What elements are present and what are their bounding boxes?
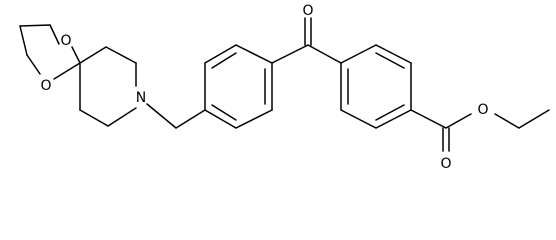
atom-label-oxygen-spiro-bottom: O — [40, 78, 51, 94]
atom-label-oxygen-ester-carbonyl: O — [440, 156, 451, 172]
ethyl-ester-group — [410, 109, 550, 152]
atom-label-nitrogen: N — [136, 90, 146, 106]
atom-label-oxygen-ester-ether: O — [477, 102, 488, 118]
dioxolane-ring — [19, 24, 81, 80]
ketone-group — [271, 17, 342, 64]
chemical-structure: O O N O O O — [19, 3, 550, 172]
molecule-drawing: O O N O O O — [19, 3, 550, 172]
right-benzene-ring — [340, 44, 412, 129]
atom-label-oxygen-spiro-top: O — [60, 33, 71, 49]
piperidine-ring — [79, 46, 137, 127]
left-benzene-ring — [204, 44, 273, 129]
methylene-linker — [146, 103, 206, 129]
atom-label-oxygen-ketone: O — [302, 3, 313, 19]
